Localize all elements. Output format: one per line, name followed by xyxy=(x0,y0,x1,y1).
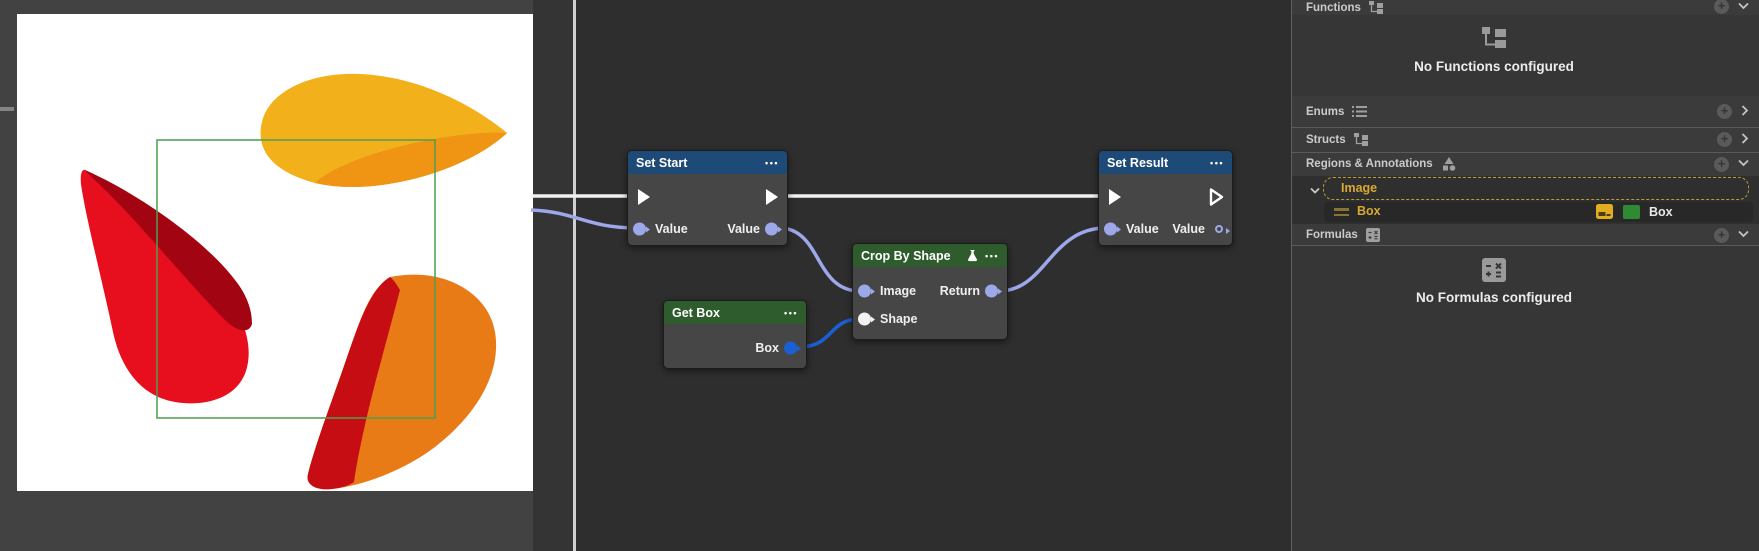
value-in-port[interactable] xyxy=(1104,222,1121,236)
image-preview-pane xyxy=(0,0,533,551)
node-crop-by-shape-header[interactable]: Crop By Shape ••• xyxy=(853,244,1007,267)
formulas-empty-icon xyxy=(1482,258,1506,287)
value-in-port[interactable] xyxy=(633,222,650,236)
bounding-box-icon xyxy=(1596,204,1613,224)
section-label: Structs xyxy=(1306,133,1346,146)
shape-in-port[interactable] xyxy=(858,312,875,326)
more-icon[interactable]: ••• xyxy=(1210,157,1224,168)
return-out-label: Return xyxy=(939,284,980,298)
box-out-label: Box xyxy=(755,341,779,355)
color-swatch xyxy=(1623,205,1640,219)
region-item-label: Box xyxy=(1357,204,1381,218)
value-port-row: Value Value xyxy=(1099,214,1232,244)
value-out-port[interactable] xyxy=(1215,225,1230,234)
image-group-selection[interactable] xyxy=(1323,177,1749,200)
image-port-row: Image Return xyxy=(853,277,1007,305)
formulas-icon xyxy=(1365,228,1380,242)
value-in-label: Value xyxy=(1126,222,1159,236)
section-structs-header[interactable]: Structs + xyxy=(1292,127,1759,152)
node-title: Set Start xyxy=(636,155,688,170)
node-set-result-header[interactable]: Set Result ••• xyxy=(1099,151,1232,174)
image-group-label[interactable]: Image xyxy=(1341,181,1378,195)
node-title: Set Result xyxy=(1107,155,1169,170)
functions-empty-icon xyxy=(1481,26,1507,55)
chevron-right-icon[interactable] xyxy=(1741,132,1749,147)
add-formula-button[interactable]: + xyxy=(1714,227,1729,243)
chevron-down-icon[interactable] xyxy=(1738,158,1749,170)
flask-icon xyxy=(966,249,979,262)
preview-image[interactable] xyxy=(17,14,533,491)
chevron-down-icon[interactable] xyxy=(1738,1,1749,13)
section-formulas-header[interactable]: Formulas + xyxy=(1292,224,1759,246)
shape-port-row: Shape xyxy=(853,305,1007,333)
formulas-body: No Formulas configured xyxy=(1292,246,1759,551)
shape-in-label: Shape xyxy=(880,312,918,326)
pane-gap xyxy=(533,0,573,551)
shape-wire xyxy=(798,317,861,349)
value-wire-crop-result xyxy=(998,226,1107,293)
node-get-box[interactable]: Get Box ••• Box xyxy=(663,300,807,369)
node-title: Crop By Shape xyxy=(861,248,951,263)
add-function-button[interactable]: + xyxy=(1714,0,1729,14)
section-label: Regions & Annotations xyxy=(1306,158,1433,170)
red-petal-shape xyxy=(80,169,249,404)
add-struct-button[interactable]: + xyxy=(1717,132,1732,147)
pane-divider[interactable] xyxy=(573,0,576,551)
value-out-port[interactable] xyxy=(765,222,782,236)
value-out-label: Value xyxy=(727,222,760,236)
image-in-label: Image xyxy=(880,284,917,298)
section-enums-header[interactable]: Enums + xyxy=(1292,96,1759,127)
value-out-label: Value xyxy=(1172,222,1205,236)
value-port-row: Value Value xyxy=(628,214,787,244)
box-port-row: Box xyxy=(664,334,806,362)
more-icon[interactable]: ••• xyxy=(985,250,999,261)
exec-out-port[interactable] xyxy=(763,187,780,207)
node-set-result[interactable]: Set Result ••• Value Value xyxy=(1098,150,1233,246)
image-in-port[interactable] xyxy=(858,284,875,298)
drag-handle-icon[interactable] xyxy=(1334,208,1349,216)
configuration-panel: Functions + No Functions configured Enum… xyxy=(1291,0,1759,551)
exec-port-row xyxy=(1099,180,1232,214)
functions-empty-text: No Functions configured xyxy=(1414,59,1574,74)
exec-out-port[interactable] xyxy=(1208,187,1225,207)
more-icon[interactable]: ••• xyxy=(765,157,779,168)
regions-icon xyxy=(1441,157,1457,171)
yellow-petal-shade xyxy=(315,132,507,187)
chevron-right-icon[interactable] xyxy=(1741,104,1749,119)
section-functions-header[interactable]: Functions + xyxy=(1292,0,1759,16)
more-icon[interactable]: ••• xyxy=(784,307,798,318)
value-wire-start-crop xyxy=(778,226,861,293)
return-out-port[interactable] xyxy=(985,284,1002,298)
enums-icon xyxy=(1352,105,1368,118)
value-in-label: Value xyxy=(655,222,688,236)
red-petal-shade xyxy=(85,170,252,331)
node-set-start-header[interactable]: Set Start ••• xyxy=(628,151,787,174)
pane-handle[interactable] xyxy=(0,107,14,111)
functions-icon xyxy=(1368,1,1384,14)
chevron-down-icon[interactable] xyxy=(1738,229,1749,241)
node-crop-by-shape[interactable]: Crop By Shape ••• Image Return Shape xyxy=(852,243,1008,340)
region-row-box[interactable]: Box Box xyxy=(1324,202,1753,222)
section-label: Functions xyxy=(1306,2,1361,14)
orange-petal-shade xyxy=(307,277,400,490)
formulas-empty-text: No Formulas configured xyxy=(1415,290,1572,305)
node-title: Get Box xyxy=(672,305,720,320)
structs-icon xyxy=(1353,133,1369,146)
functions-body: No Functions configured xyxy=(1292,15,1759,96)
exec-port-row xyxy=(628,180,787,214)
group-chevron-down-icon[interactable] xyxy=(1310,182,1320,200)
section-regions-header[interactable]: Regions & Annotations + xyxy=(1292,152,1759,176)
section-label: Formulas xyxy=(1306,229,1358,241)
add-enum-button[interactable]: + xyxy=(1717,104,1732,119)
selection-box[interactable] xyxy=(156,139,436,419)
box-out-port[interactable] xyxy=(784,341,801,355)
region-type-label: Box xyxy=(1649,205,1673,219)
section-label: Enums xyxy=(1306,105,1345,118)
node-set-start[interactable]: Set Start ••• Value Value xyxy=(627,150,788,246)
add-region-button[interactable]: + xyxy=(1714,156,1729,172)
preview-shapes xyxy=(80,73,507,490)
exec-in-port[interactable] xyxy=(1106,187,1123,207)
exec-in-port[interactable] xyxy=(635,187,652,207)
node-get-box-header[interactable]: Get Box ••• xyxy=(664,301,806,324)
